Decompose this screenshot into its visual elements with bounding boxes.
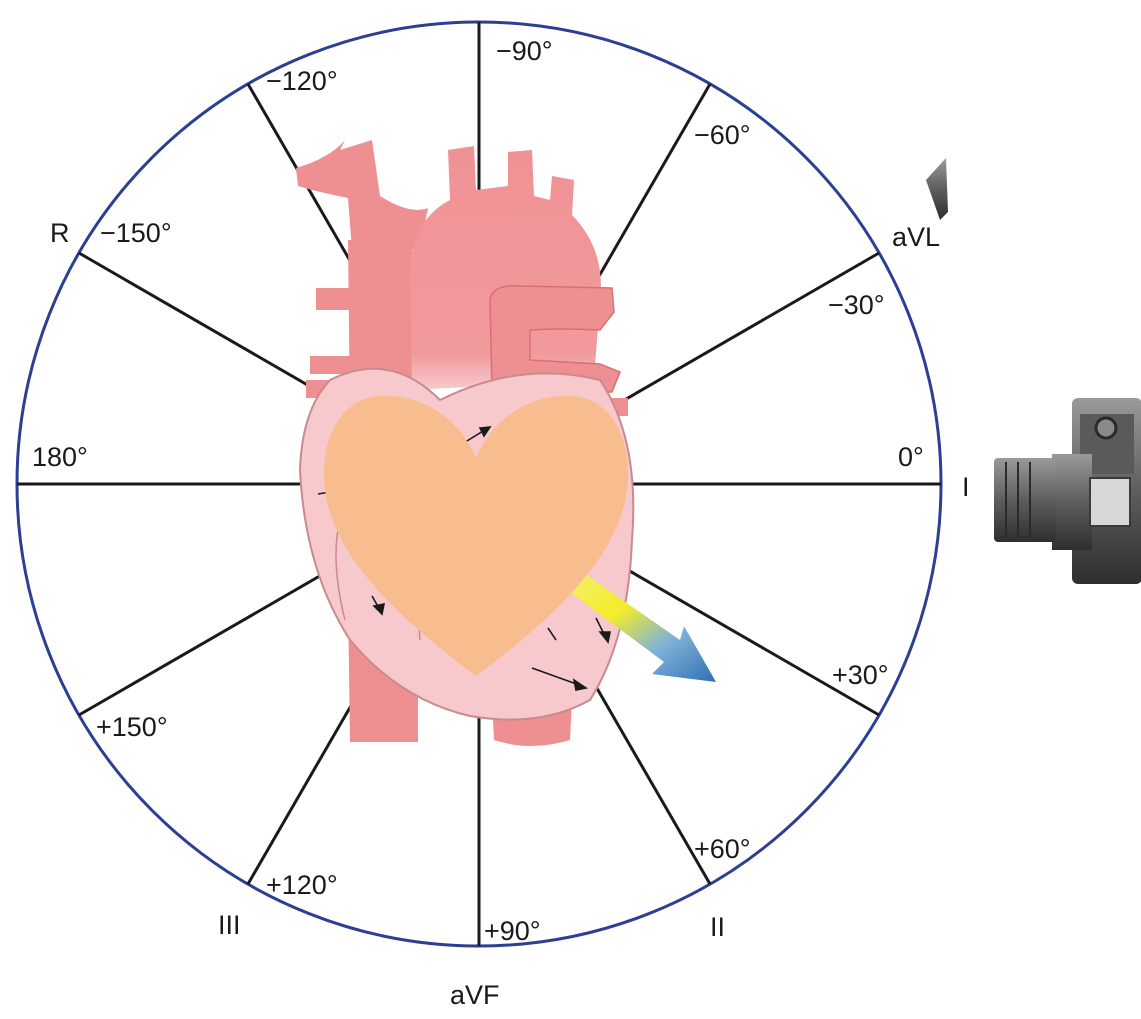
lead-iii: III <box>218 910 241 940</box>
lead-i: I <box>962 472 970 502</box>
lead-avl: aVL <box>892 222 940 252</box>
angle-p150: +150° <box>96 712 168 742</box>
angle-m90: −90° <box>496 36 553 66</box>
angle-p30: +30° <box>832 660 889 690</box>
angle-m150: −150° <box>100 218 172 248</box>
angle-p60: +60° <box>694 834 751 864</box>
angle-m120: −120° <box>266 66 338 96</box>
angle-0: 0° <box>898 442 924 472</box>
angle-p90: +90° <box>484 916 541 946</box>
angle-m60: −60° <box>694 120 751 150</box>
angle-180: 180° <box>32 442 88 472</box>
angle-p120: +120° <box>266 870 338 900</box>
brachiocephalic-vein <box>296 140 428 250</box>
lead-ii: II <box>710 912 725 942</box>
lead-avr: R <box>50 218 70 248</box>
camera-icon <box>994 398 1141 584</box>
camera-partial-icon <box>926 158 948 220</box>
lead-avf: aVF <box>450 980 500 1010</box>
angle-m30: −30° <box>828 290 885 320</box>
